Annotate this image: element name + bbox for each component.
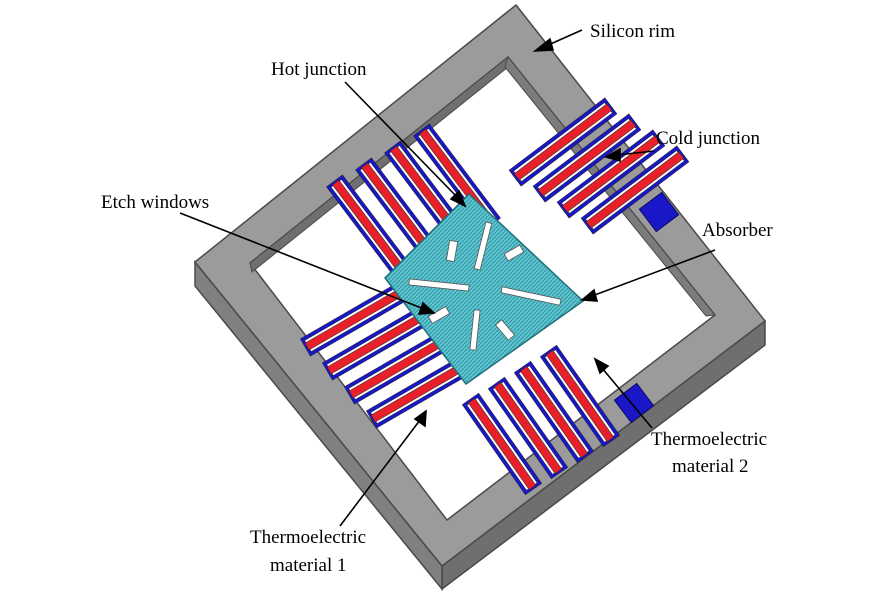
label-thermoelectric-2-line2: material 2	[672, 456, 749, 477]
etch-windows	[408, 221, 562, 351]
leader-absorber	[591, 249, 716, 297]
arrowhead	[413, 409, 427, 428]
etch-window	[473, 221, 493, 271]
leader-hot-junction	[344, 81, 459, 199]
thermocouple-leg-material1	[585, 151, 685, 229]
leader-cold-junction	[616, 150, 655, 156]
bond-pad-top-right	[638, 191, 680, 233]
thermocouple-leg-material1	[513, 103, 613, 181]
label-thermoelectric-1-line2: material 1	[270, 555, 347, 576]
thermocouple-leg-material1	[561, 135, 661, 213]
arrowhead	[449, 189, 467, 208]
etch-window	[503, 244, 525, 262]
leader-etch-windows	[179, 212, 425, 310]
etch-window	[445, 239, 459, 263]
label-thermoelectric-2-line1: Thermoelectric	[651, 429, 767, 450]
thermocouple-leg-material1	[467, 397, 537, 491]
etch-window	[408, 278, 470, 292]
label-hot-junction: Hot junction	[271, 59, 367, 80]
arrowhead	[603, 147, 621, 163]
etch-window	[494, 319, 516, 341]
absorber	[384, 192, 585, 386]
label-etch-windows: Etch windows	[101, 192, 209, 213]
thermocouple-leg-material1	[519, 365, 589, 459]
absorber-membrane	[384, 192, 585, 386]
etch-window	[500, 286, 562, 306]
etch-window	[427, 305, 451, 325]
leader-lines	[179, 29, 716, 527]
thermocouple-leg-material1	[493, 381, 563, 475]
arrowhead	[417, 301, 436, 315]
thermocouple-leg-material1	[537, 119, 637, 197]
arrowhead	[593, 357, 610, 375]
label-silicon-rim: Silicon rim	[590, 21, 675, 42]
thermocouple-legs	[300, 97, 690, 496]
label-thermoelectric-1-line1: Thermoelectric	[250, 527, 366, 548]
arrowhead	[579, 288, 599, 302]
silicon-rim	[193, 3, 767, 592]
bond-pad-bottom-right	[613, 382, 655, 424]
label-absorber: Absorber	[702, 220, 773, 241]
etch-window	[469, 309, 481, 351]
label-cold-junction: Cold junction	[656, 128, 760, 149]
thermocouple-leg-material1	[545, 349, 615, 443]
arrowhead	[532, 37, 555, 52]
leader-thermoelectric-1	[339, 419, 421, 527]
leader-thermoelectric-2	[601, 367, 653, 429]
